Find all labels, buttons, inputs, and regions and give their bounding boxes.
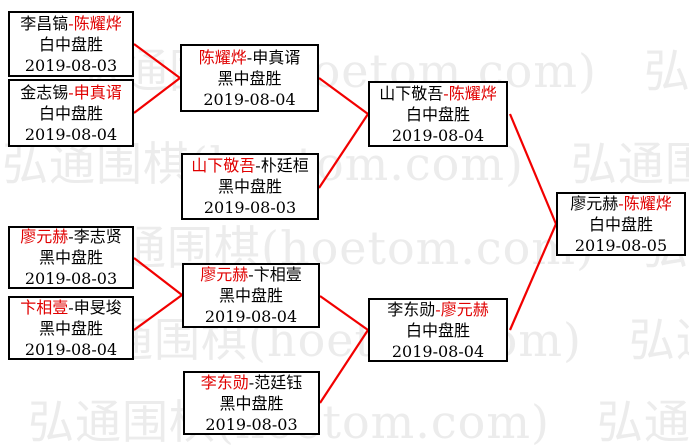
match-box-r2-m2: 山下敬吾-朴廷桓 黑中盘胜 2019-08-03 — [181, 153, 319, 220]
player-winner: -廖元赫 — [435, 299, 489, 319]
match-result: 白中盘胜 — [588, 214, 653, 234]
connector-r2m4-to-sf2 — [319, 329, 369, 404]
connector-r2m3-to-sf2 — [319, 295, 369, 331]
match-date: 2019-08-03 — [24, 269, 118, 288]
player-loser: -申真谞 — [246, 47, 301, 67]
match-result: 白中盘胜 — [38, 103, 103, 123]
connector-r2m1-to-sf1 — [318, 77, 369, 115]
connector-sf2-to-final — [508, 223, 558, 331]
match-players: 李东勋-廖元赫 — [370, 299, 506, 320]
match-result: 白中盘胜 — [38, 34, 103, 54]
match-players: 廖元赫-卞相壹 — [184, 264, 318, 285]
match-players: 廖元赫-李志贤 — [10, 226, 132, 247]
match-date: 2019-08-05 — [574, 235, 668, 255]
player-winner: -陈耀烨 — [618, 193, 672, 213]
match-box-r2-m3: 廖元赫-卞相壹 黑中盘胜 2019-08-04 — [182, 263, 320, 328]
match-date: 2019-08-04 — [24, 124, 118, 144]
player-winner: -申真谞 — [68, 82, 122, 102]
connector-r1m3-to-r2m3 — [133, 257, 183, 296]
player-winner: 廖元赫 — [200, 265, 249, 284]
player-winner: 陈耀烨 — [198, 47, 247, 67]
match-players: 廖元赫-陈耀烨 — [558, 193, 684, 214]
match-players: 卞相壹-申旻埈 — [10, 297, 132, 318]
match-date: 2019-08-04 — [204, 307, 298, 326]
match-result: 白中盘胜 — [405, 320, 470, 340]
match-box-r1-m2: 金志锡-申真谞 白中盘胜 2019-08-04 — [8, 79, 134, 147]
player-winner: -陈耀烨 — [68, 13, 122, 33]
player-loser: 山下敬吾 — [379, 83, 444, 103]
player-winner: 廖元赫 — [20, 227, 69, 246]
connector-r1m4-to-r2m3 — [133, 294, 183, 331]
player-loser: 金志锡 — [20, 82, 69, 102]
match-box-r2-m4: 李东勋-范廷钰 黑中盘胜 2019-08-03 — [183, 371, 320, 435]
player-winner: 卞相壹 — [20, 297, 69, 317]
match-result: 白中盘胜 — [405, 104, 470, 124]
player-winner: 山下敬吾 — [191, 156, 256, 175]
match-box-r1-m1: 李昌镐-陈耀烨 白中盘胜 2019-08-03 — [8, 11, 134, 77]
player-loser: -申旻埈 — [68, 297, 122, 317]
match-result: 黑中盘胜 — [217, 177, 282, 196]
match-date: 2019-08-04 — [391, 125, 485, 145]
match-players: 李东勋-范廷钰 — [185, 372, 318, 393]
match-box-semifinal-1: 山下敬吾-陈耀烨 白中盘胜 2019-08-04 — [368, 81, 508, 147]
player-loser: 李昌镐 — [20, 13, 69, 33]
watermark-row: 弘通围棋(hoetom.com) 弘通围棋(hoetom.com) 弘通围棋(h… — [28, 395, 689, 445]
match-players: 金志锡-申真谞 — [10, 82, 132, 103]
player-loser: -朴廷桓 — [255, 156, 309, 175]
player-loser: -卞相壹 — [248, 265, 302, 284]
player-winner: -陈耀烨 — [443, 83, 497, 103]
match-date: 2019-08-03 — [205, 414, 298, 434]
match-date: 2019-08-03 — [24, 55, 118, 75]
match-result: 黑中盘胜 — [38, 248, 103, 267]
match-players: 山下敬吾-陈耀烨 — [370, 83, 506, 104]
connector-r1m1-to-r2m1 — [133, 43, 181, 79]
player-loser: -范廷钰 — [248, 372, 303, 392]
connector-sf1-to-final — [508, 113, 558, 225]
match-players: 李昌镐-陈耀烨 — [10, 13, 132, 34]
match-box-final: 廖元赫-陈耀烨 白中盘胜 2019-08-05 — [556, 192, 686, 256]
match-date: 2019-08-03 — [203, 198, 297, 217]
connector-r1m2-to-r2m1 — [133, 77, 181, 114]
match-box-r2-m1: 陈耀烨-申真谞 黑中盘胜 2019-08-04 — [180, 44, 319, 112]
match-date: 2019-08-04 — [203, 89, 296, 109]
match-players: 陈耀烨-申真谞 — [182, 47, 317, 68]
connector-r2m2-to-sf1 — [318, 113, 369, 189]
match-box-semifinal-2: 李东勋-廖元赫 白中盘胜 2019-08-04 — [368, 298, 508, 362]
match-result: 黑中盘胜 — [38, 318, 103, 338]
match-box-r1-m4: 卞相壹-申旻埈 黑中盘胜 2019-08-04 — [8, 296, 134, 360]
player-loser: -李志贤 — [68, 227, 122, 246]
match-date: 2019-08-04 — [391, 341, 485, 361]
match-players: 山下敬吾-朴廷桓 — [183, 155, 317, 176]
match-date: 2019-08-04 — [24, 339, 118, 359]
match-box-r1-m3: 廖元赫-李志贤 黑中盘胜 2019-08-03 — [8, 226, 134, 289]
match-result: 黑中盘胜 — [219, 393, 284, 413]
match-result: 黑中盘胜 — [217, 68, 282, 88]
match-result: 黑中盘胜 — [218, 286, 283, 305]
player-winner: 李东勋 — [200, 372, 249, 392]
player-loser: 李东勋 — [387, 299, 436, 319]
player-loser: 廖元赫 — [570, 193, 619, 213]
